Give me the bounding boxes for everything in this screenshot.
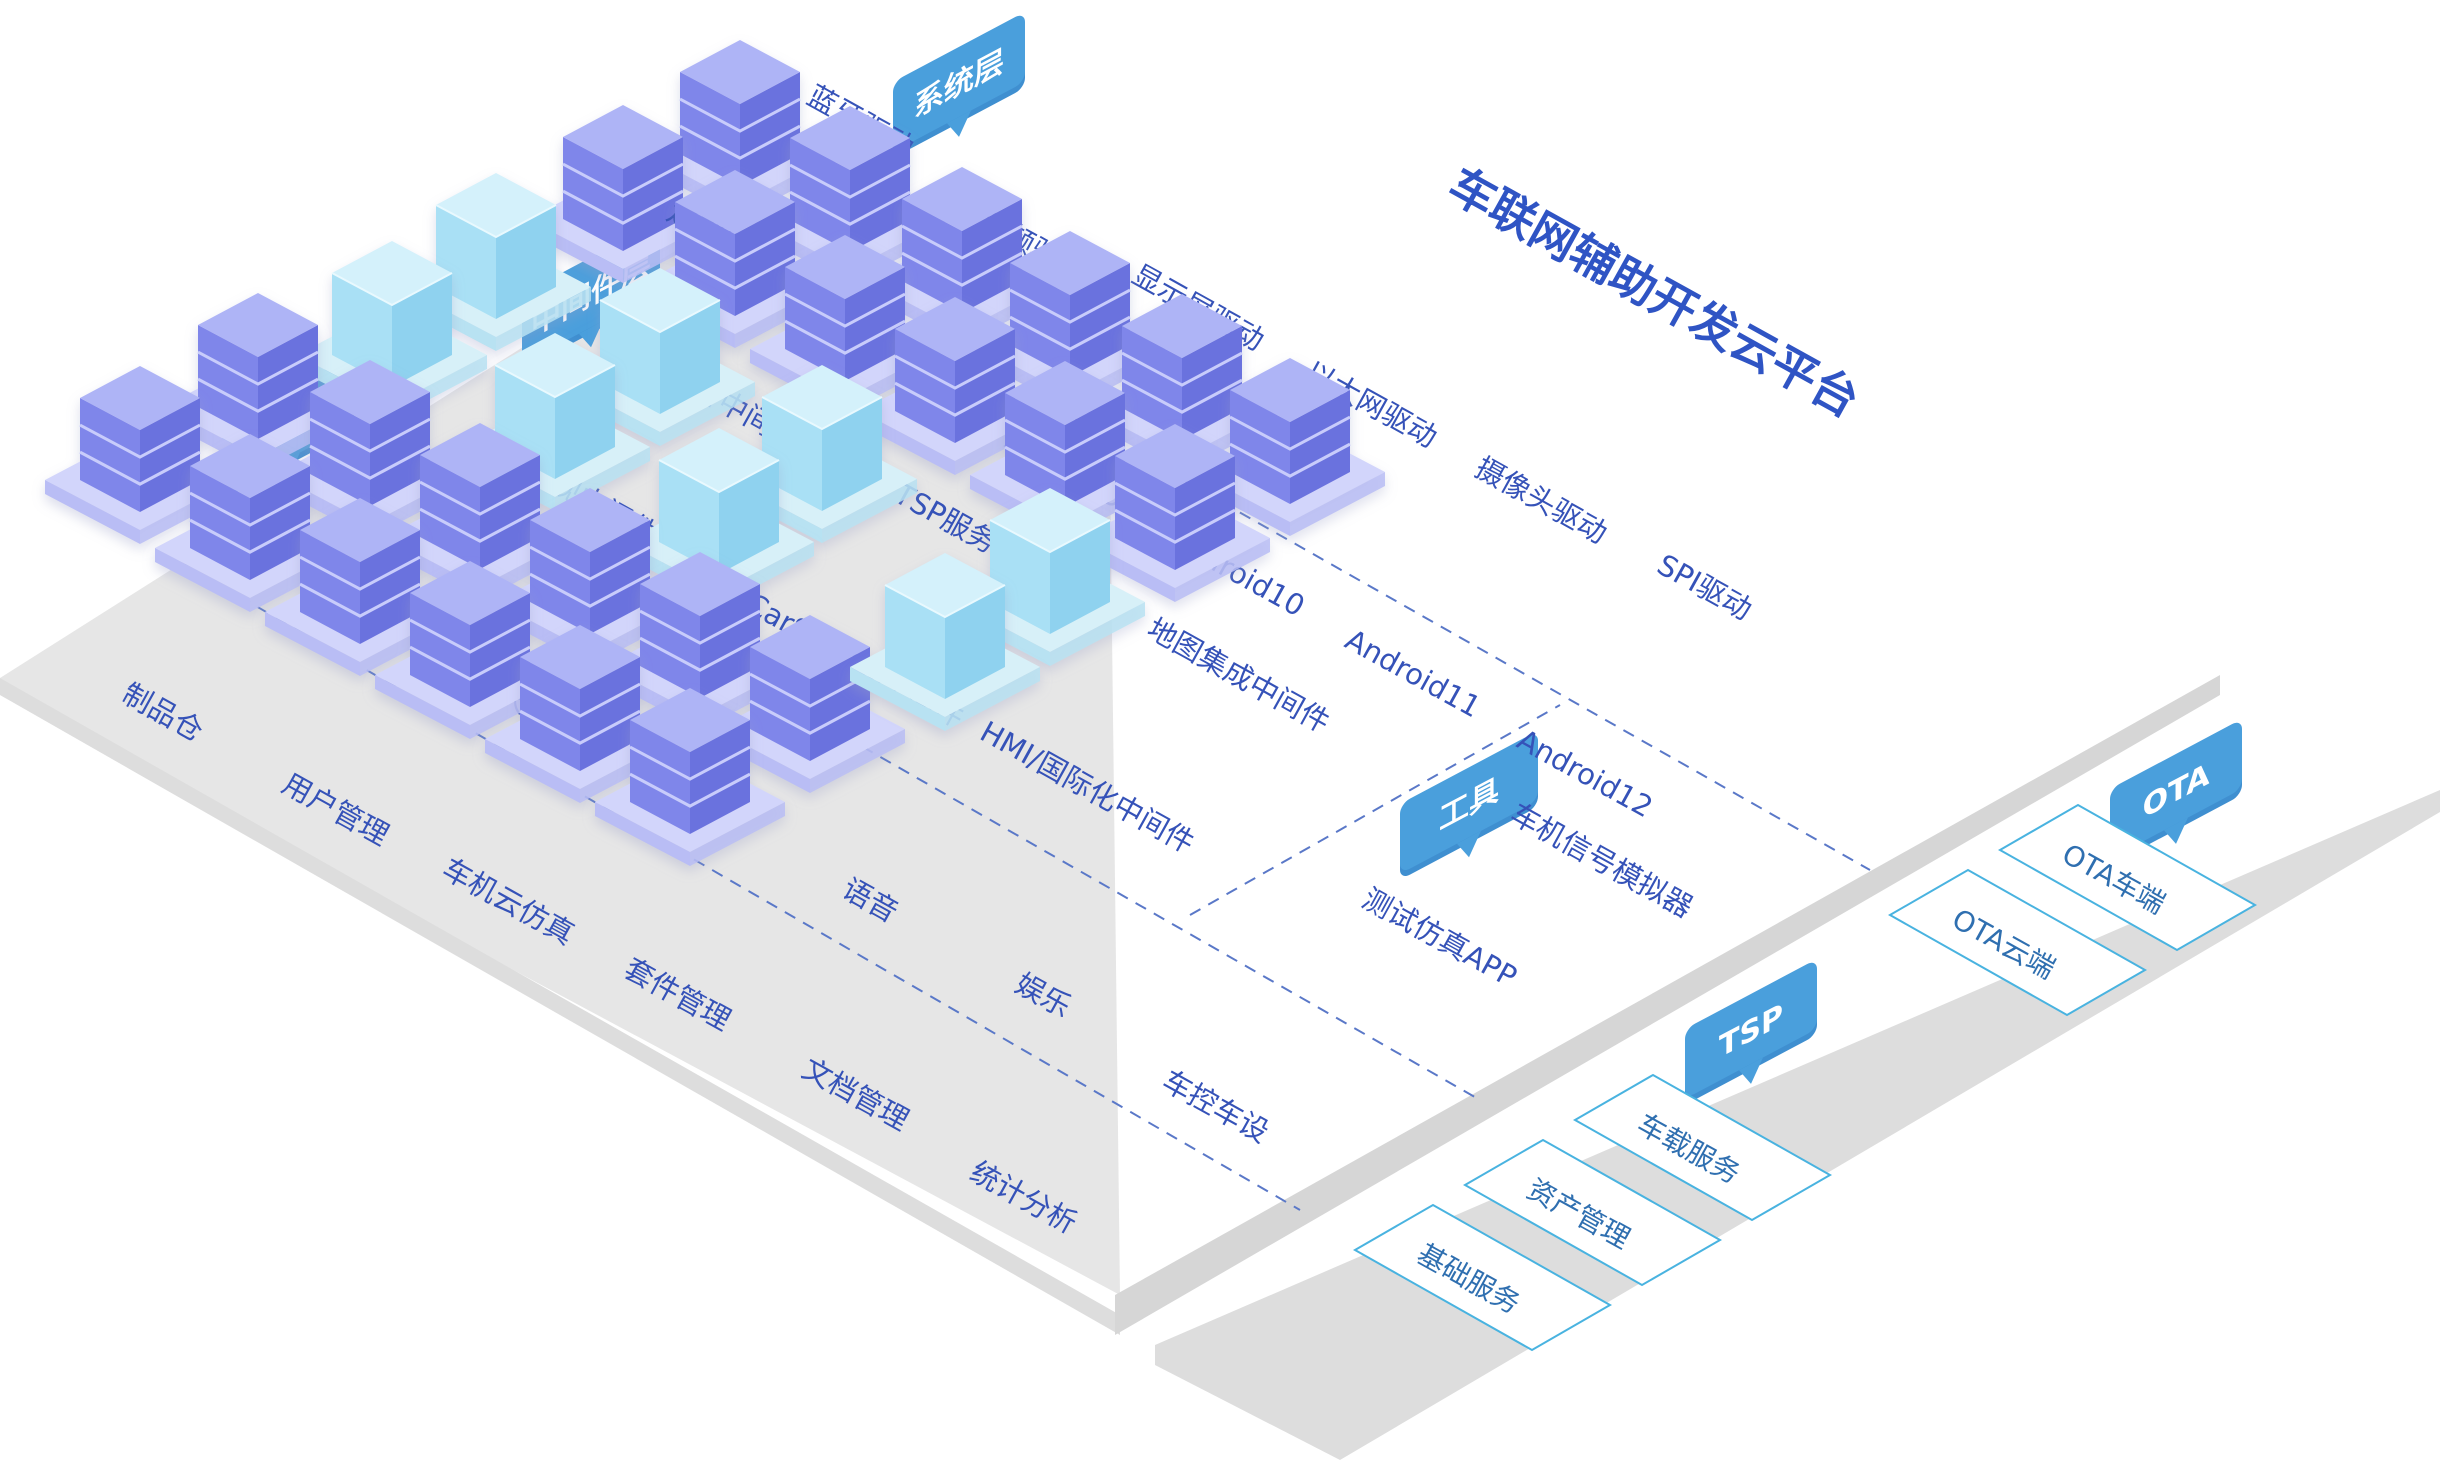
app-block-3	[155, 434, 345, 612]
app-block-4	[385, 423, 575, 601]
system-block-7	[860, 297, 1050, 475]
app-block-10	[715, 615, 905, 793]
tag-tsp: TSP	[1685, 962, 1817, 1102]
system-block-11	[1080, 424, 1270, 602]
system-block-9-label: Android11	[1340, 622, 1487, 724]
system-block-10	[1195, 358, 1385, 536]
middleware-block-4-label: 地图集成中间件	[1142, 611, 1336, 739]
tool-block-1	[850, 553, 1040, 731]
system-block-10-label: SPI驱动	[1652, 547, 1758, 626]
system-block-0	[645, 40, 835, 218]
tool-block-0	[955, 488, 1145, 666]
tag-ota: OTA	[2110, 722, 2242, 862]
tag-system: 系统层	[893, 15, 1025, 155]
tool-block-1-label: 测试仿真APP	[1357, 881, 1523, 994]
service-platform	[1155, 790, 2440, 1460]
platform-title: 车联网辅助开发云平台	[1440, 157, 1869, 427]
system-block-2	[755, 106, 945, 284]
app-block-7	[375, 561, 565, 739]
tag-tools: 工具	[1400, 734, 1538, 877]
system-block-6	[975, 231, 1165, 409]
app-block-1	[45, 366, 235, 544]
tool-block-0-label: 车机信号模拟器	[1505, 796, 1699, 924]
app-block-9	[485, 625, 675, 803]
app-block-5	[265, 498, 455, 676]
app-block-11	[595, 688, 785, 866]
system-block-1	[528, 105, 718, 283]
tsp-card-2: 基础服务	[1352, 1203, 1613, 1352]
tsp-card-1: 资产管理	[1462, 1138, 1723, 1287]
system-block-8-label: 摄像头驱动	[1470, 450, 1613, 550]
